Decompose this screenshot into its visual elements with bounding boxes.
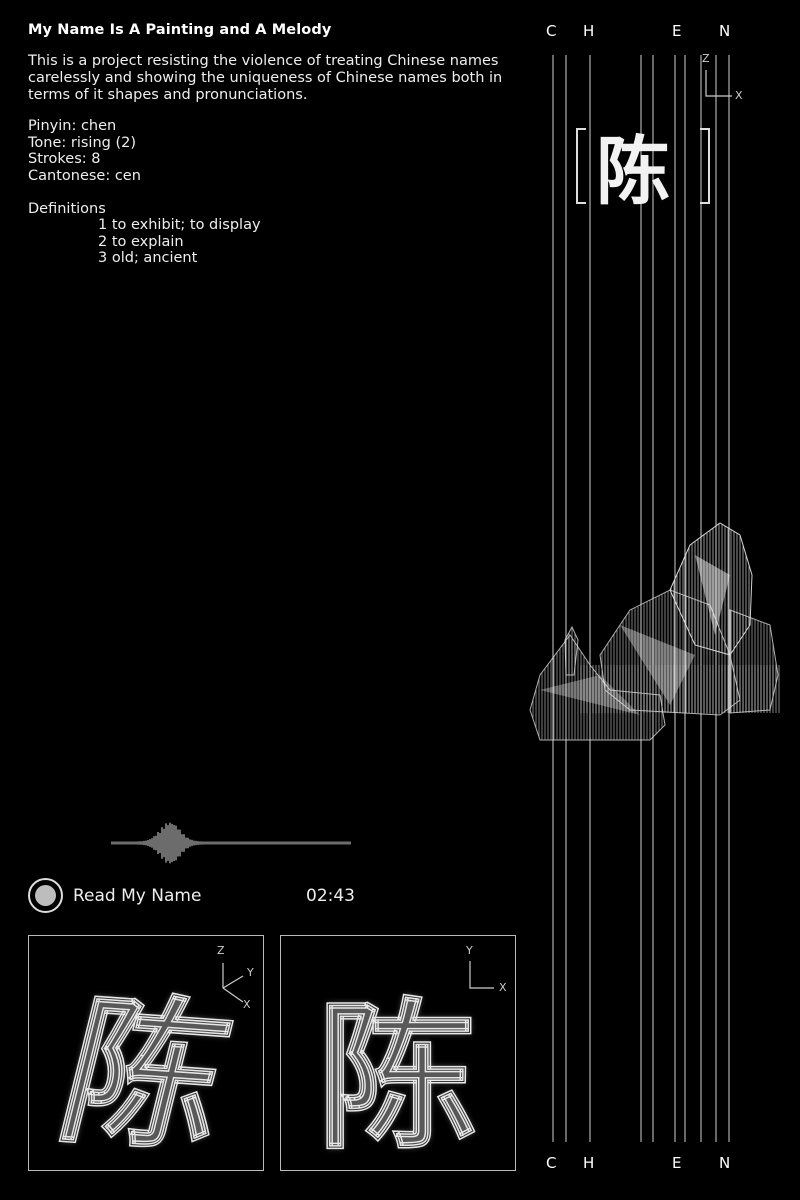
character-info: Pinyin: chen Tone: rising (2) Strokes: 8… xyxy=(28,118,141,184)
page-title: My Name Is A Painting and A Melody xyxy=(28,22,332,38)
name-letters-bottom: C H E N xyxy=(530,1154,790,1174)
audio-player: Read My Name 02:43 xyxy=(28,878,358,914)
letter-e: E xyxy=(672,1154,682,1172)
letter-n: N xyxy=(719,1154,731,1172)
axis-label-z: Z xyxy=(702,52,710,65)
letter-c: C xyxy=(546,1154,557,1172)
play-label[interactable]: Read My Name xyxy=(73,886,202,906)
cantonese-text: Cantonese: cen xyxy=(28,167,141,184)
character-front-render: 陈 xyxy=(316,982,478,1171)
definition-item: 3 old; ancient xyxy=(98,250,198,266)
letter-n: N xyxy=(719,22,731,40)
crystal-sculpture-image xyxy=(529,522,780,741)
strokes-text: Strokes: 8 xyxy=(28,151,101,167)
axis-icon xyxy=(705,70,732,97)
play-button[interactable] xyxy=(28,878,63,913)
axis-2d-icon xyxy=(469,961,494,989)
pinyin-text: Pinyin: chen xyxy=(28,118,117,134)
character-glyph: 陈 xyxy=(596,129,670,215)
definition-item: 1 to exhibit; to display xyxy=(98,217,261,233)
definition-item: 2 to explain xyxy=(98,233,184,250)
axis-label-x: X xyxy=(499,981,507,994)
definitions-list: 1 to exhibit; to display 2 to explain 3 … xyxy=(98,217,261,267)
axis-label-z: Z xyxy=(217,944,225,957)
definitions-title: Definitions xyxy=(28,201,106,217)
project-description: This is a project resisting the violence… xyxy=(28,53,503,103)
bracket-right xyxy=(700,128,710,204)
letter-h: H xyxy=(583,1154,595,1172)
rendering-panel-3d: 陈 Z Y X xyxy=(28,935,264,1171)
letter-c: C xyxy=(546,22,557,40)
crystal-highlight xyxy=(695,555,730,635)
axis-label-x: X xyxy=(243,998,251,1011)
character-display: 陈 xyxy=(574,118,712,215)
letter-h: H xyxy=(583,22,595,40)
crystal-facet xyxy=(564,625,579,676)
axis-label-y: Y xyxy=(247,966,254,979)
axis-3d-icon xyxy=(222,963,244,1003)
letter-e: E xyxy=(672,22,682,40)
name-letters-top: C H E N xyxy=(530,22,790,42)
bracket-left xyxy=(576,128,586,204)
tone-text: Tone: rising (2) xyxy=(28,134,136,151)
rendering-panel-front: 陈 Y X xyxy=(280,935,516,1171)
axis-label-x: X xyxy=(735,89,743,102)
axis-label-y: Y xyxy=(466,944,473,957)
audio-waveform xyxy=(111,822,351,864)
play-duration: 02:43 xyxy=(306,886,355,906)
crystal-base xyxy=(580,665,780,713)
